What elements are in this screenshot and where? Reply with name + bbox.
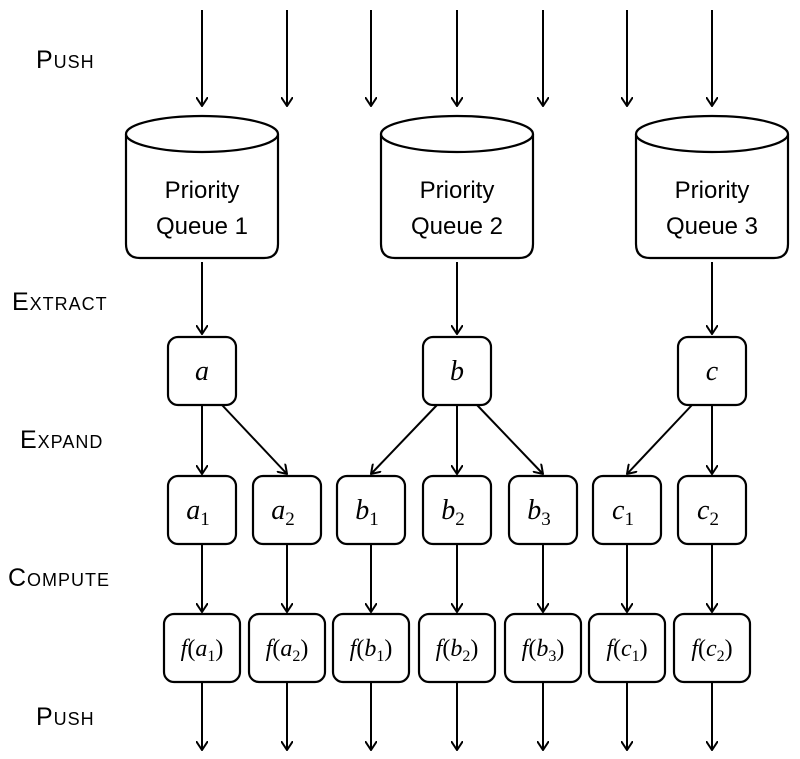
queue-label-line1: Priority: [420, 177, 495, 204]
expanded-node-b3: b3: [507, 474, 579, 546]
computed-label: f(b2): [436, 636, 479, 665]
extracted-node-c: c: [676, 335, 748, 407]
computed-node-f-b1: f(b1): [331, 612, 411, 684]
expanded-subscript: 2: [709, 509, 719, 530]
expand-arrow: [476, 404, 543, 474]
node-box: [166, 474, 238, 546]
computed-node-f-a2: f(a2): [247, 612, 327, 684]
expanded-node-a1: a1: [166, 474, 238, 546]
node-box: [507, 474, 579, 546]
node-box: [417, 612, 497, 684]
queue-label-line2: Queue 2: [411, 213, 503, 240]
node-box: [335, 474, 407, 546]
computed-label: f(c2): [691, 636, 732, 665]
computed-label: f(a1): [181, 636, 224, 665]
node-box: [676, 474, 748, 546]
expand-arrow: [371, 404, 438, 474]
node-box: [166, 335, 238, 407]
queue-label-line2: Queue 3: [666, 213, 758, 240]
expand-arrow: [221, 404, 287, 474]
queue-top: [634, 114, 790, 154]
queue-body: [634, 134, 790, 260]
computed-label: f(a2): [266, 636, 309, 665]
queue-body: [124, 134, 280, 260]
stage-label-push-bottom: Push: [36, 703, 95, 731]
expanded-subscript: 3: [541, 509, 551, 530]
node-box: [672, 612, 752, 684]
expanded-subscript: 1: [200, 509, 210, 530]
arrows-layer: [202, 10, 712, 750]
computed-label: f(c1): [606, 636, 647, 665]
expanded-node-b2: b2: [421, 474, 493, 546]
computed-node-f-c2: f(c2): [672, 612, 752, 684]
node-box: [251, 474, 323, 546]
queue-body: [379, 134, 535, 260]
stage-label-compute: Compute: [8, 564, 111, 592]
expanded-subscript: 2: [455, 509, 465, 530]
node-box: [676, 335, 748, 407]
expanded-node-c1: c1: [591, 474, 663, 546]
node-box: [503, 612, 583, 684]
computed-node-f-b2: f(b2): [417, 612, 497, 684]
expanded-subscript: 1: [624, 509, 634, 530]
computed-node-f-a1: f(a1): [162, 612, 242, 684]
stage-label-expand: Expand: [20, 426, 104, 454]
node-box: [421, 474, 493, 546]
queue-top: [379, 114, 535, 154]
queue-top: [124, 114, 280, 154]
stage-label-push-top: Push: [36, 46, 95, 74]
expanded-subscript: 2: [285, 509, 295, 530]
extracted-node-a: a: [166, 335, 238, 407]
queue-label-line2: Queue 1: [156, 213, 248, 240]
extracted-label: a: [195, 356, 209, 387]
computed-node-f-b3: f(b3): [503, 612, 583, 684]
extracted-label: c: [706, 356, 719, 387]
node-box: [421, 335, 493, 407]
extracted-label: b: [450, 356, 464, 387]
computed-label: f(b3): [522, 636, 565, 665]
stage-label-extract: Extract: [12, 288, 108, 316]
node-box: [587, 612, 667, 684]
expanded-node-b1: b1: [335, 474, 407, 546]
queue-label-line1: Priority: [675, 177, 750, 204]
node-box: [247, 612, 327, 684]
expanded-subscript: 1: [369, 509, 379, 530]
computed-label: f(b1): [350, 636, 393, 665]
node-box: [331, 612, 411, 684]
expanded-node-a2: a2: [251, 474, 323, 546]
expand-arrow: [627, 404, 693, 474]
queue-label-line1: Priority: [165, 177, 240, 204]
expanded-node-c2: c2: [676, 474, 748, 546]
computed-node-f-c1: f(c1): [587, 612, 667, 684]
extracted-node-b: b: [421, 335, 493, 407]
node-box: [162, 612, 242, 684]
node-box: [591, 474, 663, 546]
